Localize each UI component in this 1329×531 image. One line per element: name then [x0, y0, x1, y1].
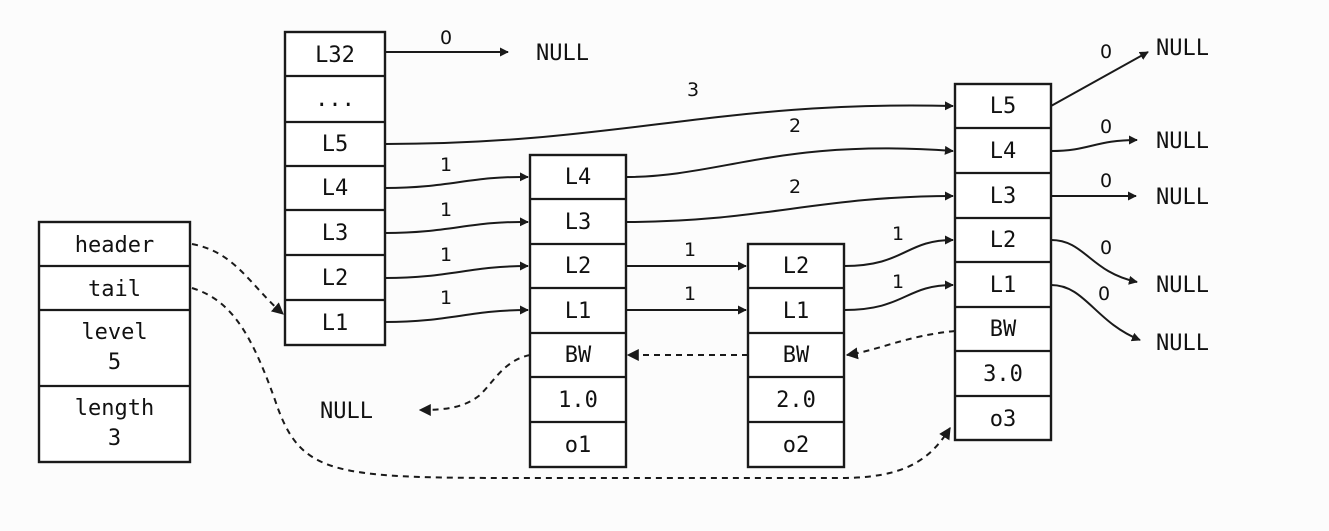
node1-backward: BW: [565, 343, 592, 368]
null-label-node3-L5: NULL: [1156, 36, 1209, 61]
level-field-value: 5: [108, 350, 121, 375]
span-node1-L4: 2: [789, 115, 801, 137]
span-node3-L4: 0: [1100, 116, 1112, 138]
null-label-header-L32: NULL: [536, 41, 589, 66]
span-node3-L3: 0: [1100, 170, 1112, 192]
header-level-ellipsis: ...: [315, 87, 355, 112]
node3-backward: BW: [990, 317, 1017, 342]
header-level-L2: L2: [322, 266, 349, 291]
node2-obj: o2: [783, 433, 810, 458]
span-node2-L2: 1: [892, 223, 904, 245]
null-labels: NULL NULL NULL NULL NULL NULL NULL: [320, 36, 1209, 424]
arrow-header-L5-node3: [384, 101, 954, 145]
span-header-L2: 1: [440, 244, 452, 266]
arrow-node1-backward-to-null: [418, 354, 531, 416]
null-label-node3-L1: NULL: [1156, 331, 1209, 356]
node2-level-L1: L1: [783, 299, 810, 324]
node2-forward-pointers: 1 1: [843, 223, 954, 311]
span-header-L5: 3: [687, 79, 699, 101]
node1-level-L2: L2: [565, 254, 592, 279]
header-forward-pointers: 0 3 1 1 1 1: [384, 27, 954, 323]
node-3: L5 L4 L3 L2 L1 BW 3.0 o3: [953, 82, 1053, 442]
span-header-L32: 0: [440, 27, 452, 49]
node1-level-L3: L3: [565, 210, 592, 235]
arrow-header-L4-node1: [384, 172, 529, 189]
node1-level-L4: L4: [565, 165, 592, 190]
arrow-node3-L2-null: [1050, 239, 1138, 285]
span-header-L4: 1: [440, 154, 452, 176]
node2-level-L2: L2: [783, 254, 810, 279]
node1-forward-pointers: 2 2 1 1: [625, 115, 954, 315]
node3-score: 3.0: [983, 362, 1023, 387]
node2-backward: BW: [783, 343, 810, 368]
node-1: L4 L3 L2 L1 BW 1.0 o1: [528, 153, 628, 469]
arrow-node2-L1-node3: [843, 280, 954, 311]
header-node: L32 ... L5 L4 L3 L2 L1: [283, 30, 387, 347]
length-field-label: length: [75, 396, 154, 421]
node3-level-L4: L4: [990, 139, 1017, 164]
arrow-tail-field-to-node3: [191, 287, 951, 479]
span-node3-L5: 0: [1100, 41, 1112, 63]
node-2: L2 L1 BW 2.0 o2: [746, 242, 846, 469]
length-field-value: 3: [108, 426, 121, 451]
span-header-L3: 1: [440, 199, 452, 221]
node1-score: 1.0: [558, 388, 598, 413]
node3-level-L1: L1: [990, 273, 1017, 298]
arrow-node3-L5-null: [1050, 51, 1149, 107]
arrow-header-field-to-header-node: [191, 243, 284, 315]
dashed-pointers: [191, 243, 956, 479]
node1-level-L1: L1: [565, 299, 592, 324]
span-header-L1: 1: [440, 287, 452, 309]
span-node3-L1: 0: [1098, 283, 1110, 305]
arrow-node1-L4-node3: [625, 145, 954, 178]
span-node1-L3: 2: [789, 176, 801, 198]
tail-field: tail: [88, 277, 141, 302]
node3-forward-pointers: 0 0 0 0 0: [1050, 41, 1149, 342]
header-level-L3: L3: [322, 221, 349, 246]
arrow-node3-L1-null: [1050, 284, 1141, 342]
header-level-L32: L32: [315, 43, 355, 68]
span-node1-L2: 1: [684, 239, 696, 261]
arrow-header-L2-node1: [384, 261, 529, 279]
arrow-node3-backward-to-node2: [845, 330, 956, 360]
header-field: header: [75, 233, 154, 258]
arrow-node2-L2-node3: [843, 235, 954, 267]
node3-level-L5: L5: [990, 94, 1017, 119]
zskiplist-struct: header tail level 5 length 3: [37, 220, 192, 464]
null-label-node3-L2: NULL: [1156, 273, 1209, 298]
span-node1-L1: 1: [684, 283, 696, 305]
header-level-L1: L1: [322, 311, 349, 336]
level-field-label: level: [81, 320, 147, 345]
node3-level-L3: L3: [990, 184, 1017, 209]
header-level-L5: L5: [322, 132, 349, 157]
arrow-header-L3-node1: [384, 217, 529, 234]
header-level-L4: L4: [322, 176, 349, 201]
node3-obj: o3: [990, 407, 1017, 432]
span-node2-L1: 1: [892, 271, 904, 293]
arrow-node1-L3-node3: [625, 191, 954, 223]
arrow-node3-L4-null: [1050, 135, 1138, 152]
arrow-header-L1-node1: [384, 305, 529, 323]
span-node3-L2: 0: [1100, 237, 1112, 259]
null-label-node3-L3: NULL: [1156, 185, 1209, 210]
node3-level-L2: L2: [990, 228, 1017, 253]
node1-obj: o1: [565, 433, 592, 458]
null-label-node1-backward: NULL: [320, 399, 373, 424]
null-label-node3-L4: NULL: [1156, 129, 1209, 154]
node2-score: 2.0: [776, 388, 816, 413]
